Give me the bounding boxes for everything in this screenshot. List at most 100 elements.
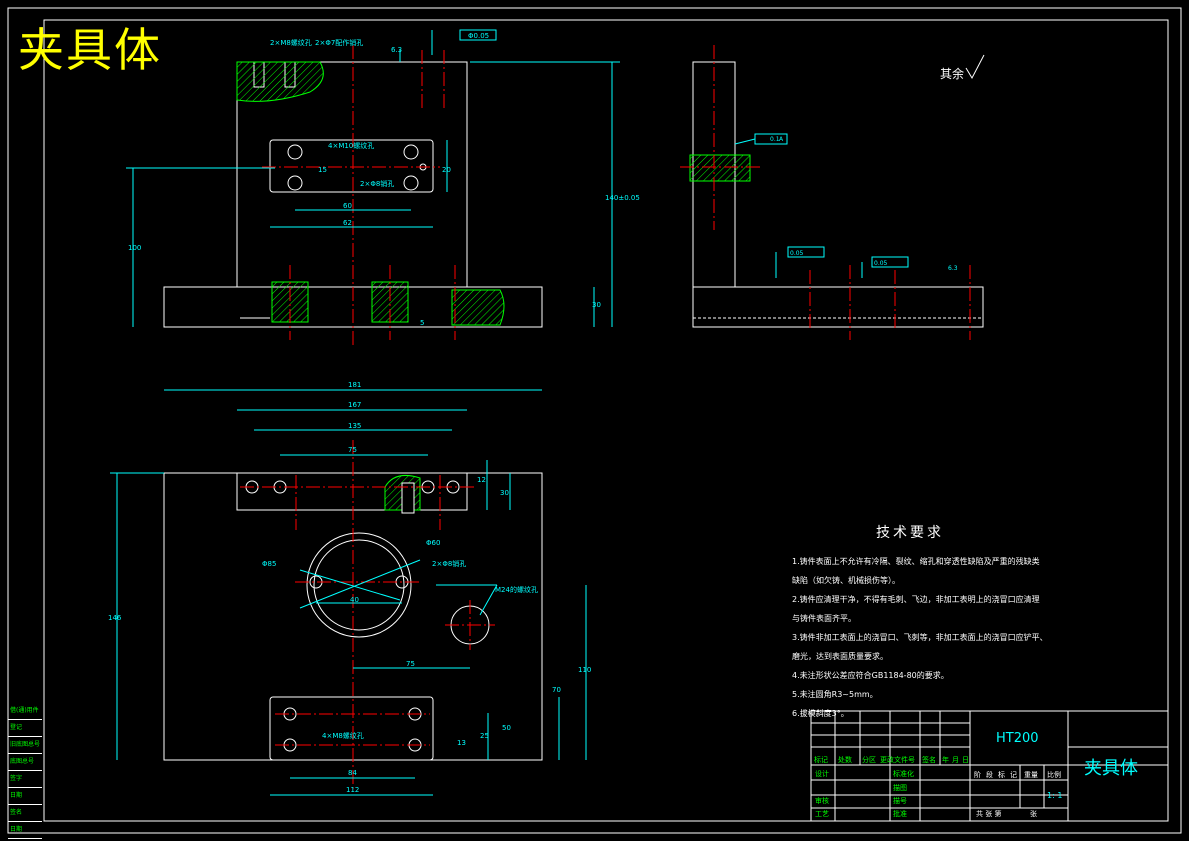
svg-text:84: 84 — [348, 769, 357, 777]
svg-text:A: A — [779, 136, 784, 143]
svg-text:20: 20 — [442, 166, 451, 174]
svg-text:标: 标 — [998, 770, 1005, 779]
svg-text:设计: 设计 — [815, 769, 829, 778]
svg-text:75: 75 — [348, 446, 357, 454]
side-view-dims — [734, 133, 909, 278]
plan-view-dims — [110, 389, 587, 796]
front-view-hatch — [236, 61, 505, 326]
side-cell: 登记 — [8, 720, 42, 737]
svg-text:重量: 重量 — [1024, 771, 1038, 779]
svg-text:0.05: 0.05 — [790, 250, 804, 257]
svg-text:Φ60: Φ60 — [426, 539, 440, 547]
svg-text:6.3: 6.3 — [391, 46, 402, 54]
svg-text:更改文件号: 更改文件号 — [880, 755, 915, 764]
side-view-hatch — [689, 154, 751, 182]
svg-text:段: 段 — [986, 770, 993, 779]
svg-text:62: 62 — [343, 219, 352, 227]
title-block — [810, 710, 1169, 822]
side-view-centerlines — [680, 45, 971, 340]
svg-text:2×Φ7配作销孔: 2×Φ7配作销孔 — [315, 38, 363, 47]
tech-item: 磨光，达到表面质量要求。 — [792, 652, 888, 661]
side-cell: 底图总号 — [8, 754, 42, 771]
svg-text:30: 30 — [592, 301, 601, 309]
side-view-labels: 0.05 0.05 6.3 0.1 A — [770, 136, 958, 272]
svg-text:146: 146 — [108, 614, 122, 622]
svg-text:25: 25 — [480, 732, 489, 740]
front-view-labels: 2×M8螺纹孔 2×Φ7配作销孔 4×M10螺纹孔 2×Φ8销孔 Φ0.05 6… — [128, 32, 640, 327]
svg-text:描号: 描号 — [893, 796, 907, 805]
side-cell: 签字 — [8, 771, 42, 788]
svg-text:张: 张 — [1030, 809, 1037, 818]
side-cell: 借(通)用件 — [8, 703, 42, 720]
svg-text:Φ85: Φ85 — [262, 560, 276, 568]
svg-text:0.1: 0.1 — [770, 136, 780, 143]
scale-value: 1: 1 — [1047, 791, 1062, 800]
title-block-right: 阶 段 标 记 重量 比例 共 张 第 张 — [974, 770, 1061, 818]
svg-text:167: 167 — [348, 401, 361, 409]
plan-view-centerlines — [240, 440, 495, 790]
svg-text:0.05: 0.05 — [874, 260, 888, 267]
svg-text:70: 70 — [552, 686, 561, 694]
tech-requirements: 技术要求 1.铸件表面上不允许有冷隔、裂纹、缩孔和穿透性缺陷及严重的残缺类 缺陷… — [792, 522, 1048, 723]
side-cell: 日期 — [8, 822, 42, 839]
svg-text:日: 日 — [962, 756, 969, 764]
svg-text:签名: 签名 — [922, 755, 936, 764]
drawing-title: 夹具体 — [18, 23, 162, 77]
material-label: HT200 — [996, 731, 1039, 746]
svg-text:140±0.05: 140±0.05 — [605, 194, 640, 202]
title-block-header: 标记 处数 分区 更改文件号 签名 年 月 日 设计 标准化 审核 工艺 批准 … — [814, 755, 969, 818]
svg-text:12: 12 — [477, 476, 486, 484]
tech-item: 2.铸件应清理干净，不得有毛刺、飞边，非加工表明上的浇冒口应清理 — [792, 595, 1040, 604]
tech-item: 缺陷（如欠铸、机械损伤等）。 — [792, 576, 900, 585]
tech-item: 5.未注圆角R3~5mm。 — [792, 690, 878, 699]
svg-text:100: 100 — [128, 244, 141, 252]
block-title: 夹具体 — [1084, 758, 1138, 779]
svg-text:75: 75 — [406, 660, 415, 668]
side-cell: 签名 — [8, 805, 42, 822]
svg-text:110: 110 — [578, 666, 591, 674]
side-cell: 日期 — [8, 788, 42, 805]
svg-text:60: 60 — [343, 202, 352, 210]
plan-view-hatch — [384, 475, 421, 514]
roughness-rest-label: 其余 — [940, 66, 964, 81]
svg-text:月: 月 — [952, 756, 959, 764]
svg-text:处数: 处数 — [838, 755, 852, 764]
svg-text:比例: 比例 — [1047, 770, 1061, 779]
svg-text:6.3: 6.3 — [948, 265, 958, 272]
svg-text:135: 135 — [348, 422, 361, 430]
svg-text:112: 112 — [346, 786, 359, 794]
tech-requirements-heading: 技术要求 — [876, 525, 944, 541]
svg-text:标记: 标记 — [814, 755, 828, 764]
svg-text:审核: 审核 — [815, 796, 829, 805]
svg-text:共 张 第: 共 张 第 — [976, 809, 1001, 818]
tech-item: 1.铸件表面上不允许有冷隔、裂纹、缩孔和穿透性缺陷及严重的残缺类 — [792, 557, 1040, 566]
plan-view-labels: 181 167 135 75 12 30 Φ85 Φ60 2×Φ8销孔 40 M… — [108, 381, 591, 794]
roughness-symbol — [965, 54, 985, 80]
svg-text:记: 记 — [1010, 771, 1017, 779]
svg-text:181: 181 — [348, 381, 361, 389]
front-view-centerlines — [262, 45, 456, 348]
svg-text:2×M8螺纹孔: 2×M8螺纹孔 — [270, 38, 312, 47]
svg-text:50: 50 — [502, 724, 511, 732]
outer-border — [7, 7, 1182, 834]
svg-text:2×Φ8销孔: 2×Φ8销孔 — [432, 559, 466, 568]
svg-text:分区: 分区 — [862, 755, 876, 764]
svg-text:13: 13 — [457, 739, 466, 747]
svg-text:年: 年 — [942, 755, 949, 764]
svg-text:30: 30 — [500, 489, 509, 497]
svg-text:4×M10螺纹孔: 4×M10螺纹孔 — [328, 141, 374, 150]
front-view-dims — [126, 29, 620, 327]
svg-text:阶: 阶 — [974, 770, 981, 779]
side-view — [692, 61, 984, 328]
svg-text:40: 40 — [350, 596, 359, 604]
inner-border — [43, 19, 1169, 822]
svg-text:4×M8螺纹孔: 4×M8螺纹孔 — [322, 731, 364, 740]
svg-text:5: 5 — [420, 319, 424, 327]
tech-item: 4.未注形状公差应符合GB1184-80的要求。 — [792, 671, 949, 680]
svg-text:批准: 批准 — [893, 809, 907, 818]
svg-text:Φ0.05: Φ0.05 — [468, 32, 489, 40]
svg-text:2×Φ8销孔: 2×Φ8销孔 — [360, 179, 394, 188]
side-cell: 旧底图总号 — [8, 737, 42, 754]
svg-text:工艺: 工艺 — [815, 810, 829, 818]
